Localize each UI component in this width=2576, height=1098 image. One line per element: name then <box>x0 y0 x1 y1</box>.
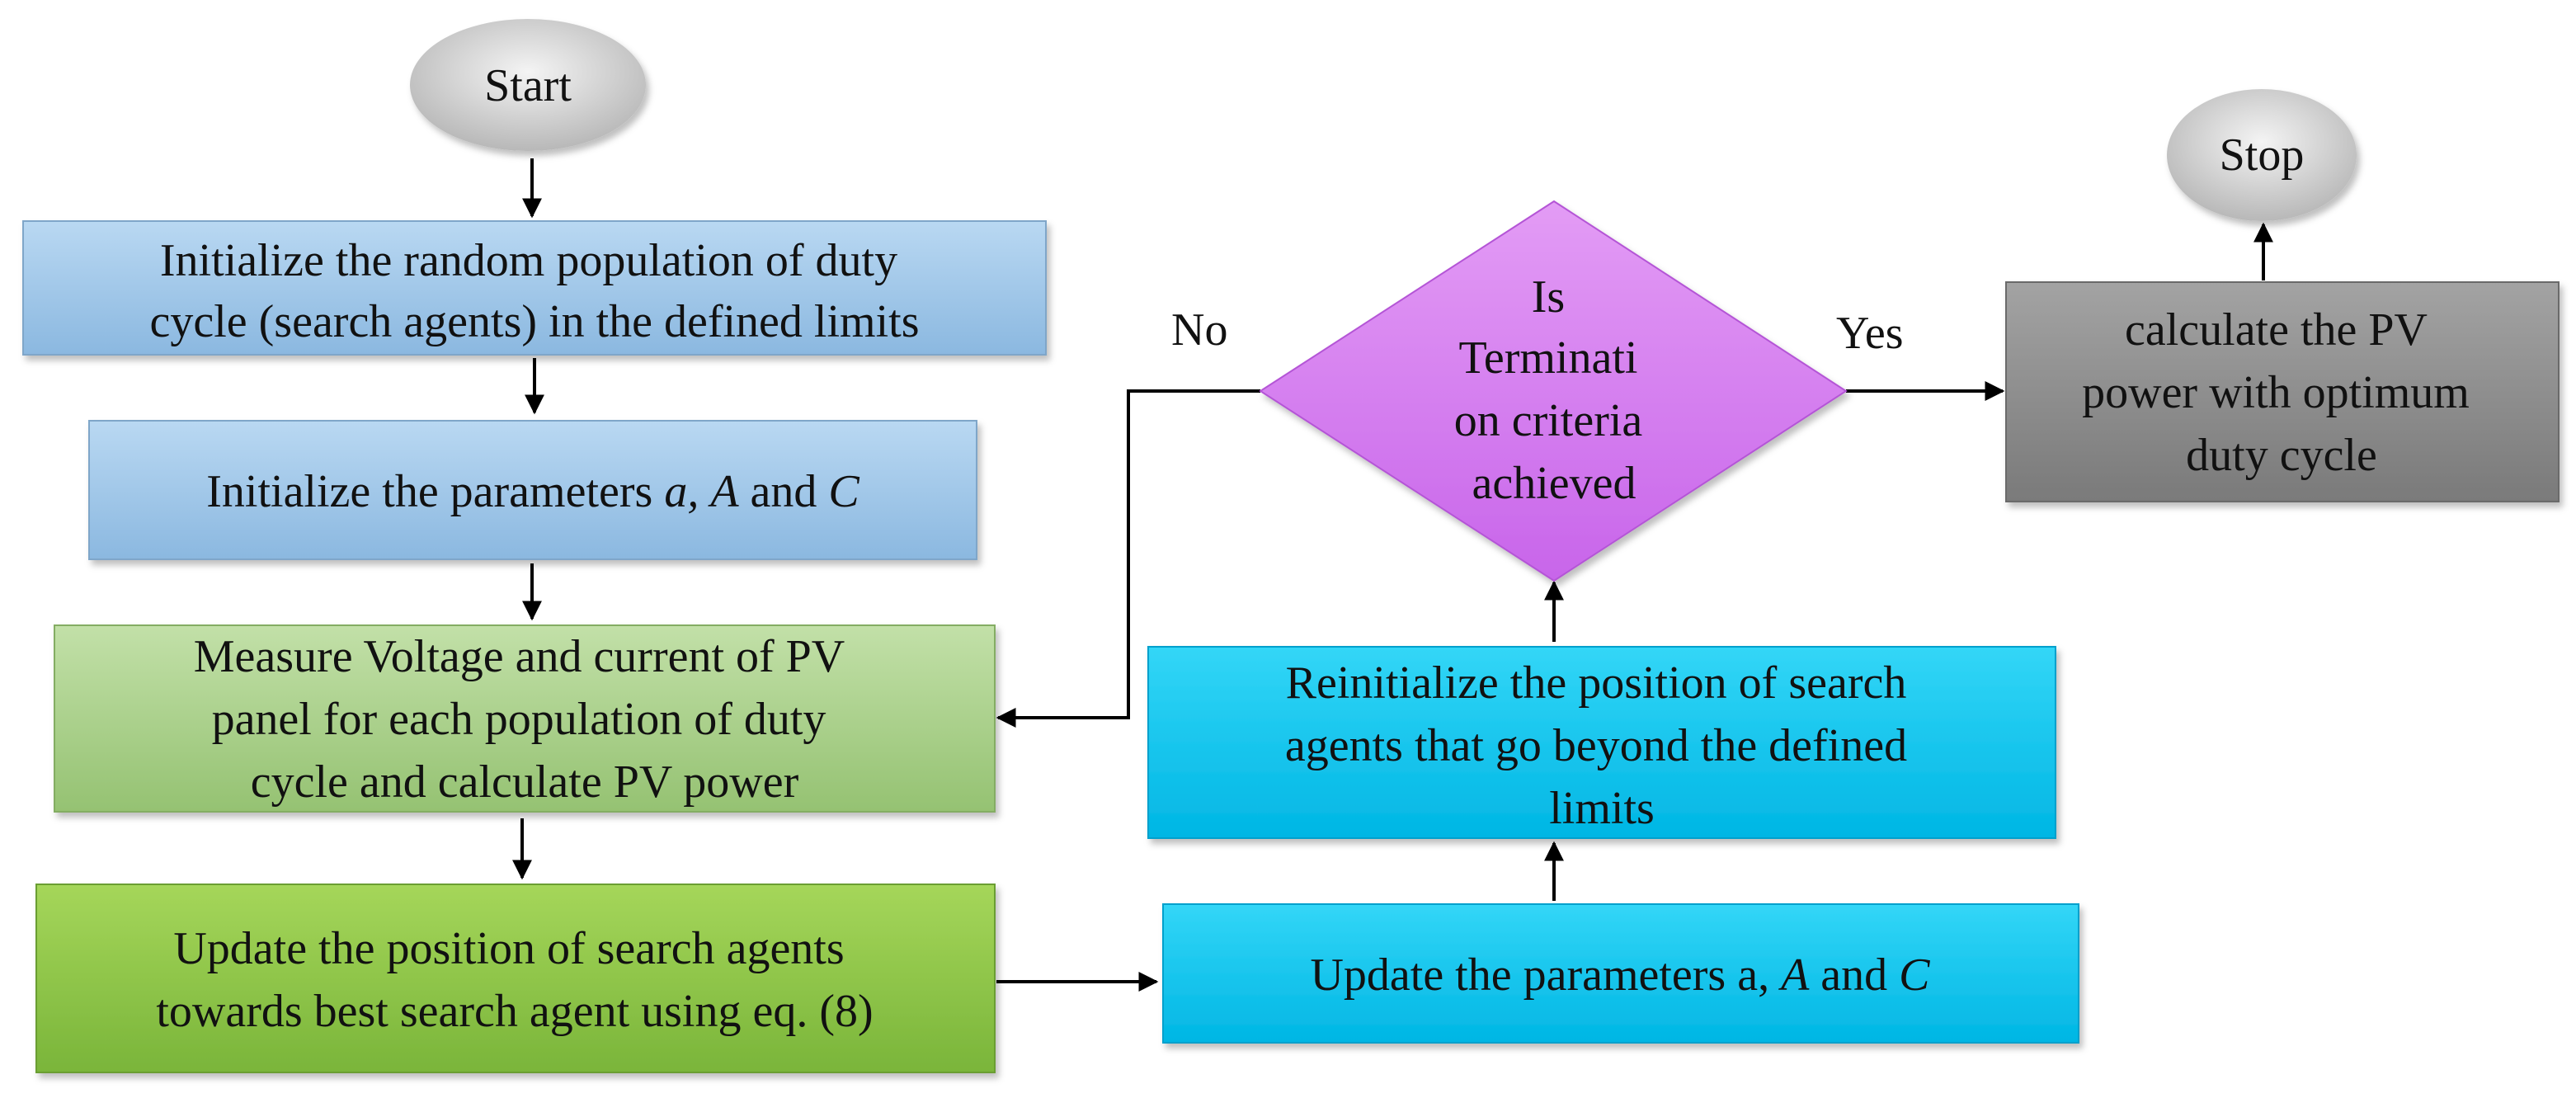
start-terminal: Start <box>410 19 646 151</box>
reinitialize-step: Reinitialize the position of search agen… <box>1147 646 2056 839</box>
init-params-prefix: Initialize the parameters <box>206 466 664 517</box>
measure-line-2: panel for each population of duty <box>212 694 826 745</box>
start-label: Start <box>484 60 572 111</box>
reinit-line-2: agents that go beyond the defined <box>1285 720 1907 771</box>
yes-label: Yes <box>1836 308 1903 359</box>
init-params-A: A <box>707 466 739 517</box>
calc-line-3: duty cycle <box>2186 430 2377 481</box>
stop-terminal: Stop <box>2167 89 2357 221</box>
no-label: No <box>1171 304 1227 356</box>
calculate-power-step: calculate the PV power with optimum duty… <box>2005 281 2560 502</box>
init-population-line-2: cycle (search agents) in the defined lim… <box>150 296 920 347</box>
svg-text:Is Terminati on cr: Is Terminati on criteria achieved <box>1454 271 1655 509</box>
measure-step: Measure Voltage and current of PV panel … <box>54 624 996 813</box>
reinit-line-1: Reinitialize the position of search <box>1286 657 1907 709</box>
update-position-line-2: towards best search agent using eq. (8) <box>156 986 873 1037</box>
connectors <box>512 158 2273 992</box>
init-population-line-1: Initialize the random population of duty <box>160 235 897 286</box>
decision-line-1: Is <box>1532 271 1565 323</box>
edge-decision-no <box>996 389 1260 728</box>
svg-text:calculate the PV power w: calculate the PV power with optimum duty… <box>2082 304 2481 481</box>
termination-decision: Is Terminati on criteria achieved <box>1259 200 1848 582</box>
update-position-step: Update the position of search agents tow… <box>35 884 996 1073</box>
svg-text:Measure Voltage and current of: Measure Voltage and current of PV panel … <box>194 631 855 808</box>
stop-label: Stop <box>2220 130 2305 181</box>
init-params-space <box>699 466 710 517</box>
init-parameters-step: Initialize the parameters a, A and C <box>88 420 977 560</box>
update-params-and: and <box>1809 950 1899 1001</box>
calc-line-2: power with optimum <box>2082 367 2470 418</box>
calc-line-1: calculate the PV <box>2125 304 2428 356</box>
init-params-C: C <box>828 466 859 517</box>
measure-line-1: Measure Voltage and current of PV <box>194 631 845 682</box>
update-params-A: A <box>1778 950 1810 1001</box>
update-params-prefix: Update the parameters a, <box>1310 950 1781 1001</box>
decision-line-4: achieved <box>1472 458 1636 509</box>
init-params-a: a, <box>664 466 699 517</box>
init-population-step: Initialize the random population of duty… <box>22 220 1047 356</box>
reinit-line-3: limits <box>1549 783 1655 834</box>
init-params-and: and <box>739 466 829 517</box>
svg-text:Initialize the random populati: Initialize the random population of duty… <box>150 235 920 347</box>
measure-line-3: cycle and calculate PV power <box>251 756 799 808</box>
decision-line-2: Terminati <box>1459 332 1638 384</box>
update-position-line-1: Update the position of search agents <box>173 923 844 974</box>
svg-text:Reinitialize the position of s: Reinitialize the position of search agen… <box>1285 657 1919 834</box>
svg-text:Update the parameters a, A and: Update the parameters a, A and C <box>1310 950 1930 1001</box>
svg-text:Initialize the parameters a, A: Initialize the parameters a, A and C <box>206 466 859 517</box>
update-parameters-step: Update the parameters a, A and C <box>1162 903 2079 1044</box>
update-params-C: C <box>1899 950 1930 1001</box>
decision-line-3: on criteria <box>1454 395 1643 446</box>
svg-text:Update the position of search: Update the position of search agents tow… <box>156 923 873 1037</box>
